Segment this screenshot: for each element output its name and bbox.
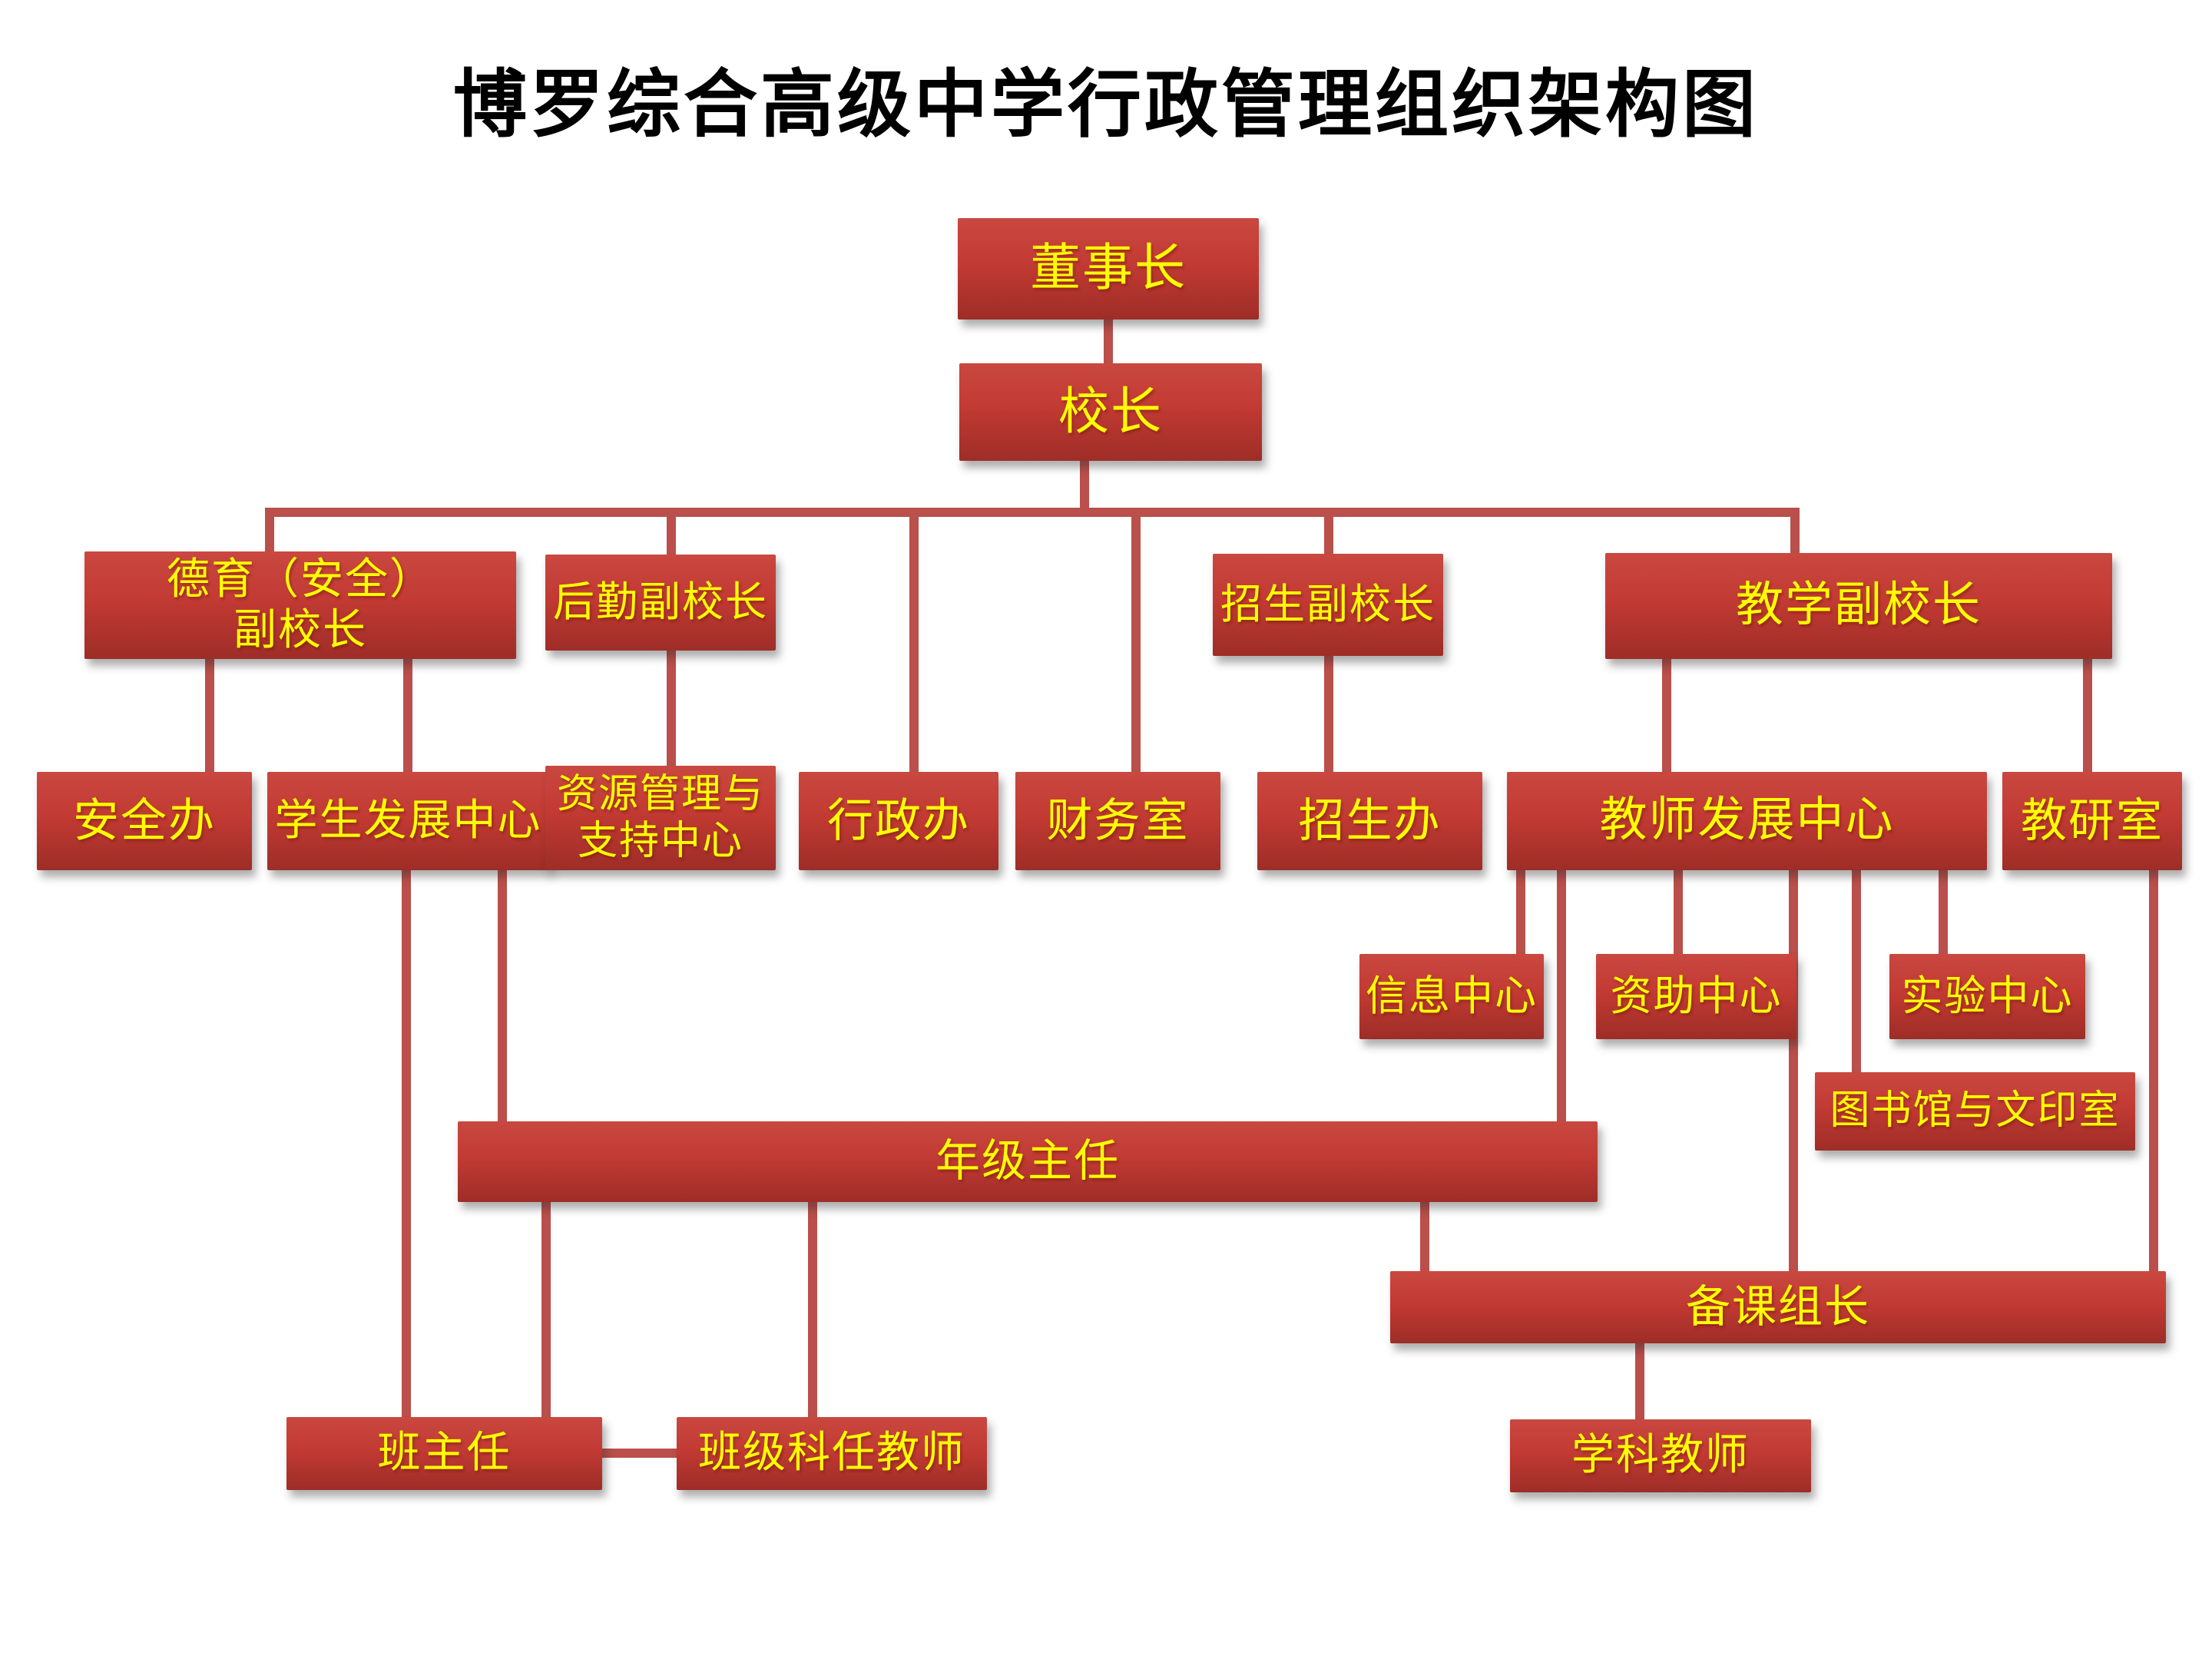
node-label: 班主任 [377,1429,512,1478]
node-label: 德育（安全） [167,555,434,604]
node-admissions-office: 招生办 [1257,772,1482,870]
node-label: 图书馆与文印室 [1830,1089,2121,1134]
node-student-dev-center: 学生发展中心 [267,772,549,870]
edge-student-dev-class-teacher [402,866,411,1422]
node-label: 备课组长 [1685,1281,1870,1332]
edge-student-dev-grade [498,866,507,1126]
edge-vp-admissions-office [1324,651,1333,777]
edge-moral-student-dev [403,654,412,777]
edge-teacher-dev-lab [1939,866,1948,959]
edge-class-teacher-subject-link [598,1449,681,1458]
node-label: 教研室 [2021,795,2164,846]
node-label: 财务室 [1046,795,1190,846]
edge-grade-class-teacher [541,1197,551,1422]
edge-moral-safety-office [205,654,214,777]
edge-bus-finance-office [1131,508,1141,777]
edge-grade-class-subject [808,1197,817,1422]
edge-bus-vp-teaching [1790,508,1800,558]
node-teacher-dev-center: 教师发展中心 [1507,772,1987,870]
node-label: 教师发展中心 [1599,794,1895,847]
node-vp-teaching: 教学副校长 [1605,553,2112,659]
node-label: 实验中心 [1901,972,2074,1019]
node-teaching-research-office: 教研室 [2002,772,2182,870]
edge-grade-prep [1420,1197,1429,1276]
edge-teacher-dev-aid [1674,866,1683,959]
edge-teacher-dev-grade [1557,866,1566,1126]
node-aid-center: 资助中心 [1596,954,1796,1039]
node-label: 教学副校长 [1735,579,1982,632]
node-vp-logistics: 后勤副校长 [545,555,776,651]
node-label: 资源管理与 [556,772,764,816]
edge-research-prep [2149,866,2158,1276]
edge-principal-bus [1080,458,1089,512]
node-grade-director: 年级主任 [458,1121,1598,1202]
edge-teacher-dev-library [1852,866,1861,1077]
node-lab-center: 实验中心 [1889,954,2085,1039]
edge-chairman-principal [1104,315,1113,367]
edge-vp-teaching-teacher-dev [1662,654,1671,777]
node-label: 安全办 [73,795,216,846]
node-label: 行政办 [827,795,970,846]
edge-bus-vp-logistics [667,508,676,559]
node-vp-moral-safety: 德育（安全）副校长 [84,551,516,659]
node-label: 学生发展中心 [274,796,542,845]
node-label: 副校长 [233,607,367,654]
edge-teacher-dev-info [1516,866,1525,959]
node-label: 招生副校长 [1220,581,1435,628]
node-label: 招生办 [1298,795,1442,846]
node-label: 年级主任 [935,1136,1120,1187]
node-vp-admissions: 招生副校长 [1213,554,1443,656]
node-label: 资助中心 [1610,972,1783,1019]
node-label: 信息中心 [1366,972,1538,1019]
node-class-subject-teacher: 班级科任教师 [677,1417,987,1490]
edge-teacher-dev-prep [1789,866,1798,1276]
edge-bus-vp-admissions [1324,508,1333,558]
diagram-title: 博罗综合高级中学行政管理组织架构图 [453,64,1759,146]
edge-bus [265,508,1800,517]
edge-logistics-resource [667,646,676,770]
node-admin-office: 行政办 [799,772,998,870]
edge-bus-admin-office [909,508,919,777]
node-subject-teacher: 学科教师 [1510,1419,1811,1492]
node-label: 校长 [1058,383,1163,440]
node-class-head-teacher: 班主任 [286,1417,602,1490]
node-lesson-prep-leader: 备课组长 [1390,1271,2166,1343]
node-label: 支持中心 [577,820,743,863]
edge-prep-subject-teacher [1635,1339,1644,1424]
node-label: 学科教师 [1571,1432,1750,1480]
node-principal: 校长 [959,363,1262,461]
node-finance-office: 财务室 [1015,772,1220,870]
node-chairman: 董事长 [958,218,1259,320]
node-label: 董事长 [1030,240,1187,297]
node-label: 班级科任教师 [698,1429,965,1478]
node-resource-support-center: 资源管理与支持中心 [545,766,776,870]
node-info-center: 信息中心 [1359,954,1544,1039]
edge-vp-teaching-research [2083,654,2092,777]
node-label: 后勤副校长 [553,578,768,625]
node-library-print-room: 图书馆与文印室 [1815,1072,2135,1151]
edge-bus-vp-moral [265,508,274,556]
node-safety-office: 安全办 [37,772,252,870]
